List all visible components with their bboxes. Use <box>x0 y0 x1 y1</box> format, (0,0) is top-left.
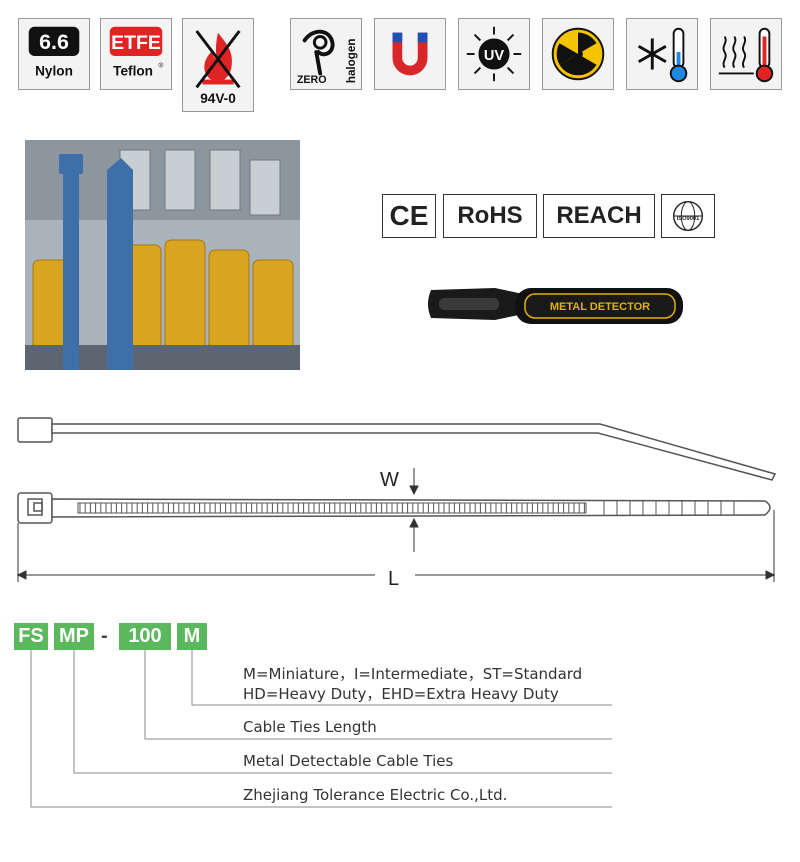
metal-detector: METAL DETECTOR <box>425 280 685 330</box>
iso-mark: ISO9001 <box>661 194 715 238</box>
nylon-label-text: Nylon <box>35 63 73 78</box>
uv-text: UV <box>484 48 505 64</box>
code-segment-length: 100 <box>119 623 171 650</box>
thermometer-hot-icon <box>755 27 774 83</box>
registered-mark: ® <box>158 62 163 70</box>
length-legend: Cable Ties Length <box>243 718 377 736</box>
radiation-icon <box>551 27 605 81</box>
flame-retardant-badge: 94V-0 <box>182 18 254 112</box>
hand-ok-icon <box>302 29 335 76</box>
rohs-mark: RoHS <box>443 194 537 238</box>
halogen-text: halogen <box>345 38 358 83</box>
iso-text: ISO9001 <box>677 216 700 222</box>
etfe-text: ETFE <box>111 32 161 54</box>
sun-uv-icon: UV <box>466 26 522 82</box>
type-legend: Metal Detectable Cable Ties <box>243 752 454 770</box>
cable-tie-diagram: W L <box>0 400 800 600</box>
etfe-badge: ETFE Teflon ® <box>100 18 172 90</box>
width-dimension <box>409 468 419 552</box>
heat-resistant-badge <box>710 18 782 90</box>
uv-badge: UV <box>458 18 530 90</box>
detector-label: METAL DETECTOR <box>550 301 650 313</box>
size-legend-line1: M=Miniature，I=Intermediate，ST=Standard <box>243 665 583 683</box>
reach-mark: REACH <box>543 194 655 238</box>
zero-text: ZERO <box>297 74 327 86</box>
company-legend: Zhejiang Tolerance Electric Co.,Ltd. <box>243 786 508 804</box>
teflon-text: Teflon <box>113 63 153 78</box>
flame-icon: 94V-0 <box>195 30 241 106</box>
width-label: W <box>380 469 399 491</box>
code-segment-size: M <box>177 623 207 650</box>
size-legend-line2: HD=Heavy Duty，EHD=Extra Heavy Duty <box>243 685 559 703</box>
heat-waves-icon <box>722 35 747 69</box>
code-segment-brand: FS <box>14 623 48 650</box>
flame-rating-text: 94V-0 <box>200 91 236 106</box>
cable-tie-top-view <box>17 417 777 481</box>
cold-resistant-badge <box>626 18 698 90</box>
nylon-badge: 6.6 Nylon <box>18 18 90 90</box>
production-line-photo <box>25 140 300 370</box>
zero-halogen-badge: ZERO halogen <box>290 18 362 90</box>
ce-mark: CE <box>382 194 436 238</box>
tie-teeth <box>77 501 735 515</box>
length-dimension <box>16 510 776 582</box>
code-segment-type: MP <box>54 623 94 650</box>
radiation-badge <box>542 18 614 90</box>
magnet-badge <box>374 18 446 90</box>
blue-cable-tie <box>59 154 133 370</box>
thermometer-cold-icon <box>669 27 688 83</box>
globe-icon: ISO9001 <box>672 200 704 232</box>
length-label: L <box>388 568 399 590</box>
nylon-grade-text: 6.6 <box>39 30 69 54</box>
snowflake-icon <box>637 38 667 70</box>
magnet-icon <box>392 32 428 76</box>
code-separator: - <box>101 625 108 647</box>
